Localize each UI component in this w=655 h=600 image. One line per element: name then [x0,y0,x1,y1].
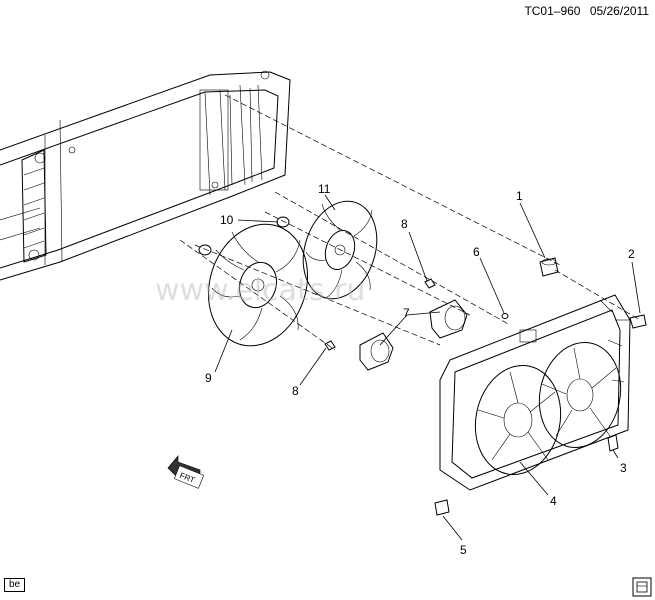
callout-1: 1 [516,189,523,203]
radiator-support-frame [0,70,291,281]
callout-8b: 8 [292,384,299,398]
fan-blade-9 [207,223,309,347]
callout-5: 5 [460,543,467,557]
callout-4: 4 [550,494,557,508]
small-hardware [324,278,509,351]
callout-2: 2 [628,247,635,261]
callout-10: 10 [220,213,234,227]
fan-shroud-4 [439,294,631,491]
bolt-2 [615,314,647,329]
callout-9: 9 [205,371,212,385]
footer-tag: be [4,578,26,592]
book-icon [632,577,652,597]
callout-7: 7 [403,306,410,320]
fan-blade-11 [302,200,378,300]
callout-6: 6 [473,245,480,259]
callout-11: 11 [318,182,331,196]
fan-motors-7 [359,299,468,371]
clip-5 [434,499,450,516]
leader-lines [214,194,641,541]
front-direction-arrow: FRT [167,455,205,489]
alignment-lines [179,94,641,351]
retainer-clips-10 [198,216,290,256]
watermark: www.elcats.ru [155,273,365,308]
callout-3: 3 [620,461,627,475]
clip-3 [607,434,619,452]
callout-8a: 8 [401,217,408,231]
diagram-header: TC01–960 05/26/2011 [524,4,649,18]
diagram-date: 05/26/2011 [589,4,649,18]
bushing-1 [539,257,559,277]
diagram-code: TC01–960 [524,4,581,18]
